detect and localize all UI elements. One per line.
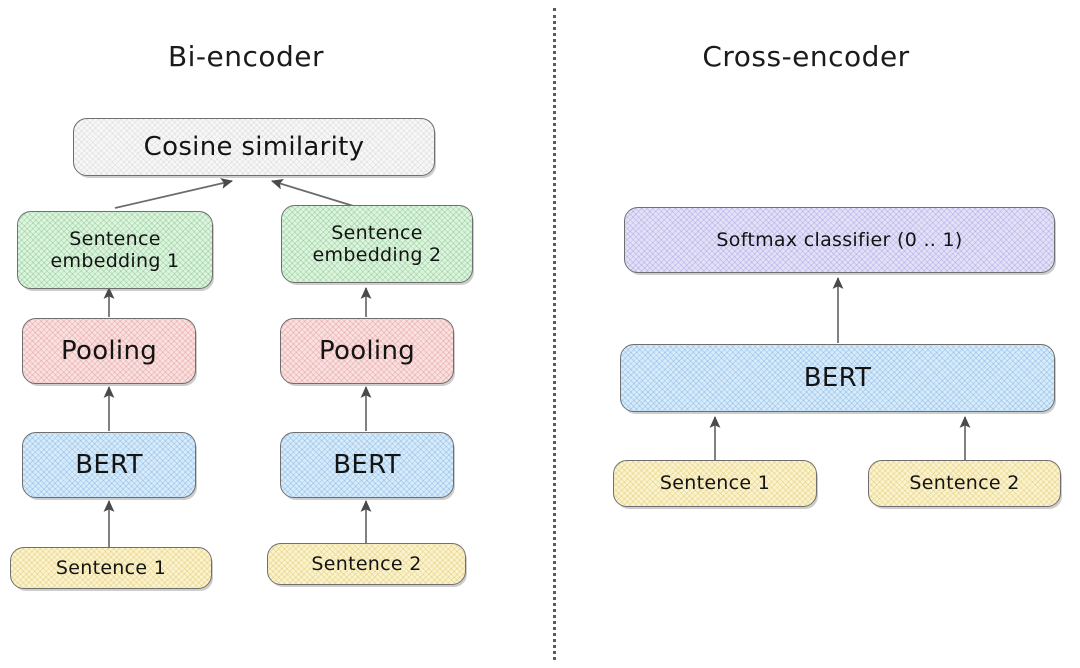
node-sentence-embedding-2[interactable]: Sentence embedding 2	[281, 205, 473, 283]
node-sentence-embedding-1-label: Sentence embedding 1	[50, 227, 180, 272]
node-softmax-classifier-label: Softmax classifier (0 .. 1)	[716, 228, 963, 251]
node-sentence-embedding-1[interactable]: Sentence embedding 1	[17, 211, 213, 289]
node-ce-bert-label: BERT	[803, 362, 872, 393]
node-bi-sentence-1-label: Sentence 1	[55, 556, 167, 579]
node-cosine-similarity-label: Cosine similarity	[143, 131, 365, 162]
node-ce-sentence-1[interactable]: Sentence 1	[613, 460, 817, 507]
arrow-embedding1-to-cosine	[114, 178, 233, 209]
panel-title-cross-encoder: Cross-encoder	[702, 40, 910, 73]
node-bert-2[interactable]: BERT	[280, 432, 454, 498]
node-ce-sentence-1-label: Sentence 1	[659, 472, 771, 495]
node-cosine-similarity[interactable]: Cosine similarity	[73, 118, 435, 176]
node-ce-bert[interactable]: BERT	[620, 344, 1055, 412]
panel-title-bi-encoder: Bi-encoder	[167, 40, 325, 73]
node-bi-sentence-1[interactable]: Sentence 1	[10, 547, 212, 589]
node-softmax-classifier[interactable]: Softmax classifier (0 .. 1)	[624, 207, 1055, 273]
node-pooling-1[interactable]: Pooling	[22, 318, 196, 384]
node-ce-sentence-2[interactable]: Sentence 2	[868, 460, 1061, 507]
node-pooling-2-label: Pooling	[318, 335, 416, 366]
node-ce-sentence-2-label: Sentence 2	[909, 472, 1020, 495]
node-bi-sentence-2[interactable]: Sentence 2	[267, 543, 466, 585]
node-pooling-2[interactable]: Pooling	[280, 318, 454, 384]
arrow-embedding2-to-cosine	[271, 178, 361, 209]
node-sentence-embedding-2-label: Sentence embedding 2	[312, 221, 442, 266]
node-bert-2-label: BERT	[333, 449, 401, 480]
node-bert-1[interactable]: BERT	[22, 432, 196, 498]
node-bert-1-label: BERT	[75, 449, 143, 480]
panel-divider	[553, 8, 556, 660]
node-pooling-1-label: Pooling	[60, 335, 158, 366]
node-bi-sentence-2-label: Sentence 2	[311, 552, 422, 575]
